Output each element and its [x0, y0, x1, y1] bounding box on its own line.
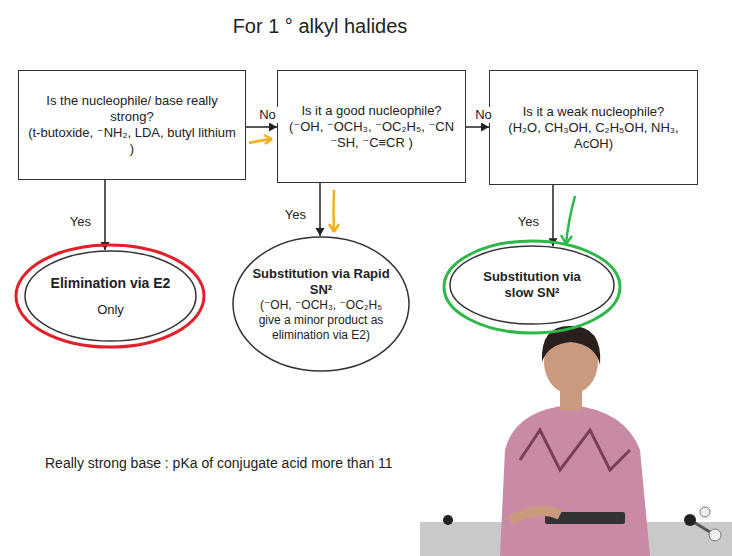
slide-title: For 1 ° alkyl halides — [233, 14, 408, 38]
model-atom — [709, 529, 721, 541]
node-heading: Elimination via E2 — [43, 275, 178, 292]
node-heading: Substitution via slow SN² — [467, 269, 596, 301]
flow-arrow — [549, 185, 558, 246]
node-heading: Is it a weak nucleophile? — [498, 104, 689, 120]
node-body: (H₂O, CH₃OH, C₂H₅OH, NH₃, AcOH) — [498, 120, 689, 152]
arrowhead — [269, 123, 277, 132]
outcome-ellipse: Elimination via E2 Only — [24, 250, 197, 342]
edge-label: Yes — [516, 214, 541, 230]
ellipse-border — [233, 237, 409, 371]
arrowhead — [316, 228, 325, 236]
edge-label: Yes — [283, 207, 308, 223]
decision-box: Is it a good nucleophile?(⁻OH, ⁻OCH₃, ⁻O… — [277, 70, 466, 183]
node-body: (⁻OH, ⁻OCH₃, ⁻OC₂H₅ give a minor product… — [252, 298, 391, 343]
edge-label: No — [473, 107, 494, 123]
presenter-hand — [510, 511, 560, 520]
node-heading: Is it a good nucleophile? — [286, 103, 457, 119]
node-heading: Is the nucleophile/ base really strong? — [27, 93, 237, 125]
model-atom — [684, 514, 696, 526]
flow-arrow — [101, 180, 110, 250]
footnote: Really strong base : pKa of conjugate ac… — [45, 454, 393, 472]
flow-arrow — [316, 183, 325, 236]
green-arrowhead — [561, 235, 572, 244]
outcome-ellipse: Substitution via slow SN² — [449, 245, 615, 325]
dress-pattern — [520, 430, 630, 470]
flow-arrow — [466, 123, 489, 132]
yellow-annotation-arrow — [332, 190, 335, 232]
presenter-body — [500, 405, 650, 556]
decision-box: Is the nucleophile/ base really strong?(… — [18, 70, 246, 180]
yellow-arrowhead — [264, 135, 272, 144]
microphone — [443, 515, 453, 525]
flow-line — [552, 185, 554, 246]
node-body: Only — [43, 302, 178, 318]
flow-arrow — [246, 123, 277, 132]
arrowhead — [481, 123, 489, 132]
flow-line — [104, 180, 106, 250]
yellow-arrowhead — [329, 224, 339, 232]
ellipse-border — [450, 246, 614, 324]
ellipse-outline — [24, 250, 197, 342]
green-annotation-ring — [444, 241, 620, 333]
edge-label: Yes — [68, 214, 93, 230]
red-annotation-ring — [16, 245, 204, 347]
decision-box: Is it a weak nucleophile?(H₂O, CH₃OH, C₂… — [489, 70, 698, 185]
edge-label: No — [257, 107, 278, 123]
outcome-ellipse: Substitution via Rapid SN²(⁻OH, ⁻OCH₃, ⁻… — [232, 236, 410, 372]
node-heading: Substitution via Rapid SN² — [252, 266, 391, 298]
node-body: (⁻OH, ⁻OCH₃, ⁻OC₂H₅, ⁻CN ⁻SH, ⁻C≡CR ) — [286, 119, 457, 151]
model-atom — [700, 507, 710, 517]
node-body: (t-butoxide, ⁻NH₂, LDA, butyl lithium ) — [27, 125, 237, 157]
ellipse-border — [25, 251, 196, 341]
